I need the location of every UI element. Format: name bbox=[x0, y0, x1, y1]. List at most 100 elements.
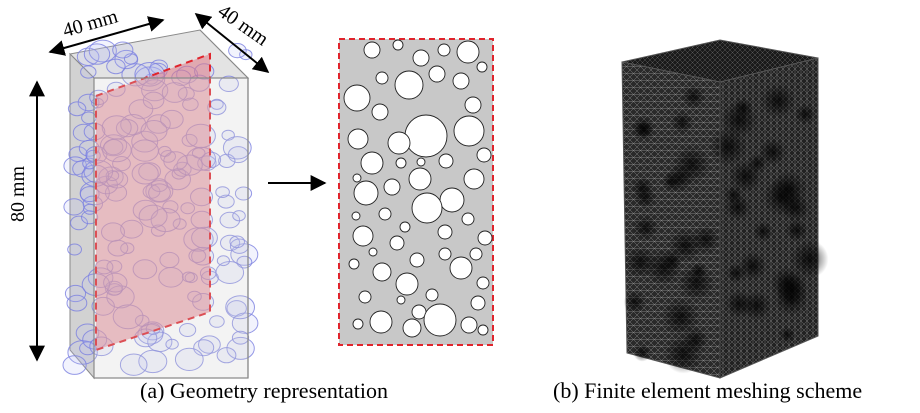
section-aggregate bbox=[461, 212, 475, 226]
width-label: 40 mm bbox=[60, 5, 120, 42]
depth-label: 40 mm bbox=[214, 0, 273, 50]
dimension-height: 80 mm bbox=[7, 80, 45, 362]
mesh-box bbox=[621, 39, 829, 379]
mesh-density-spot bbox=[633, 186, 657, 209]
aggregate-particle bbox=[174, 347, 204, 371]
mesh-density-spot bbox=[670, 110, 694, 135]
section-aggregate bbox=[402, 318, 422, 338]
aggregate-particle bbox=[106, 58, 126, 75]
section-aggregate bbox=[394, 70, 424, 100]
mesh-density-spot bbox=[748, 153, 767, 173]
mesh-density-spot bbox=[631, 116, 655, 140]
mesh-density-spot bbox=[794, 103, 816, 125]
caption-geometry: (a) Geometry representation bbox=[140, 378, 388, 403]
aggregate-particle bbox=[198, 335, 221, 354]
mesh-density-spot bbox=[681, 84, 706, 109]
section-aggregate bbox=[477, 324, 489, 336]
section-aggregate bbox=[470, 295, 486, 311]
section-aggregate bbox=[363, 41, 381, 59]
aggregate-particle bbox=[216, 347, 237, 364]
aggregate-particle bbox=[83, 43, 111, 65]
section-aggregate bbox=[437, 43, 451, 57]
mesh-density-spot bbox=[645, 249, 683, 286]
aggregate-particle bbox=[62, 355, 87, 375]
mesh-density-spot bbox=[762, 178, 801, 217]
mesh-density-spot bbox=[623, 290, 647, 314]
section-aggregate bbox=[389, 235, 405, 251]
aggregate-particle bbox=[222, 136, 252, 160]
aggregate-particle bbox=[80, 65, 97, 79]
section-aggregate bbox=[463, 168, 485, 190]
section-aggregate bbox=[408, 167, 432, 191]
section-aggregate bbox=[347, 128, 369, 150]
aggregate-particle bbox=[218, 75, 239, 93]
aggregate-particle bbox=[231, 312, 259, 334]
section-plane bbox=[95, 52, 211, 352]
section-aggregate bbox=[353, 180, 379, 206]
section-aggregate bbox=[438, 153, 454, 169]
aggregate-particle bbox=[70, 215, 88, 231]
mesh-density-spot bbox=[770, 266, 805, 300]
section-aggregate bbox=[369, 310, 393, 334]
cross-section-2d bbox=[338, 38, 494, 346]
mesh-density-spot bbox=[632, 214, 659, 241]
section-aggregate bbox=[438, 247, 452, 261]
section-aggregate bbox=[358, 290, 372, 304]
section-aggregate bbox=[428, 65, 446, 83]
section-aggregate bbox=[476, 61, 488, 73]
aggregate-particle bbox=[112, 41, 134, 59]
section-aggregate bbox=[423, 303, 457, 337]
mesh-density-spot bbox=[753, 221, 774, 242]
mesh-density-spot bbox=[691, 225, 720, 254]
section-aggregate bbox=[456, 40, 480, 64]
section-aggregate bbox=[460, 316, 478, 334]
section-aggregate bbox=[469, 247, 483, 261]
mesh-density-spot bbox=[661, 297, 701, 337]
aggregate-particle bbox=[229, 235, 245, 249]
aggregate-particle bbox=[232, 210, 246, 222]
aggregate-particle bbox=[66, 294, 88, 312]
section-aggregate bbox=[449, 256, 473, 280]
mesh-density-spot bbox=[682, 326, 709, 353]
section-aggregate bbox=[395, 157, 407, 169]
section-aggregate bbox=[464, 96, 482, 114]
section-aggregate bbox=[452, 72, 470, 90]
section-aggregate bbox=[372, 262, 392, 282]
mesh-density-spot bbox=[709, 127, 748, 167]
section-aggregate bbox=[360, 151, 384, 175]
section-aggregate bbox=[439, 187, 465, 213]
section-aggregate bbox=[416, 157, 426, 167]
section-aggregate bbox=[476, 147, 492, 163]
section-aggregate bbox=[453, 115, 485, 147]
mesh-density-spot bbox=[760, 83, 796, 119]
aggregate-particle bbox=[138, 349, 168, 374]
section-aggregate bbox=[437, 224, 453, 240]
aggregate-particle bbox=[67, 101, 87, 117]
mesh-density-spot bbox=[724, 185, 744, 205]
section-aggregate bbox=[383, 178, 401, 196]
aggregate-particle bbox=[215, 186, 230, 199]
section-aggregate bbox=[396, 295, 406, 305]
mesh-density-spots bbox=[623, 83, 829, 374]
section-aggregate bbox=[409, 252, 425, 268]
aggregate-particle bbox=[216, 255, 230, 267]
section-aggregate bbox=[375, 71, 389, 85]
section-aggregate bbox=[368, 247, 378, 257]
caption-mesh: (b) Finite element meshing scheme bbox=[553, 378, 863, 403]
section-aggregate bbox=[378, 207, 392, 221]
section-aggregate bbox=[352, 173, 362, 183]
aggregate-particle bbox=[225, 295, 256, 320]
mesh-density-spot bbox=[790, 240, 829, 279]
aggregate-particle bbox=[179, 323, 197, 337]
aggregate-particle bbox=[119, 353, 148, 376]
section-aggregate bbox=[351, 211, 361, 221]
aggregate-particle bbox=[226, 300, 247, 317]
aggregate-particle bbox=[67, 243, 82, 256]
section-aggregate bbox=[348, 258, 360, 270]
concrete-box-3d bbox=[62, 29, 259, 380]
section-aggregate bbox=[412, 49, 430, 67]
section-aggregate bbox=[371, 103, 389, 121]
section-aggregate bbox=[425, 288, 439, 302]
section-aggregate bbox=[399, 221, 411, 233]
